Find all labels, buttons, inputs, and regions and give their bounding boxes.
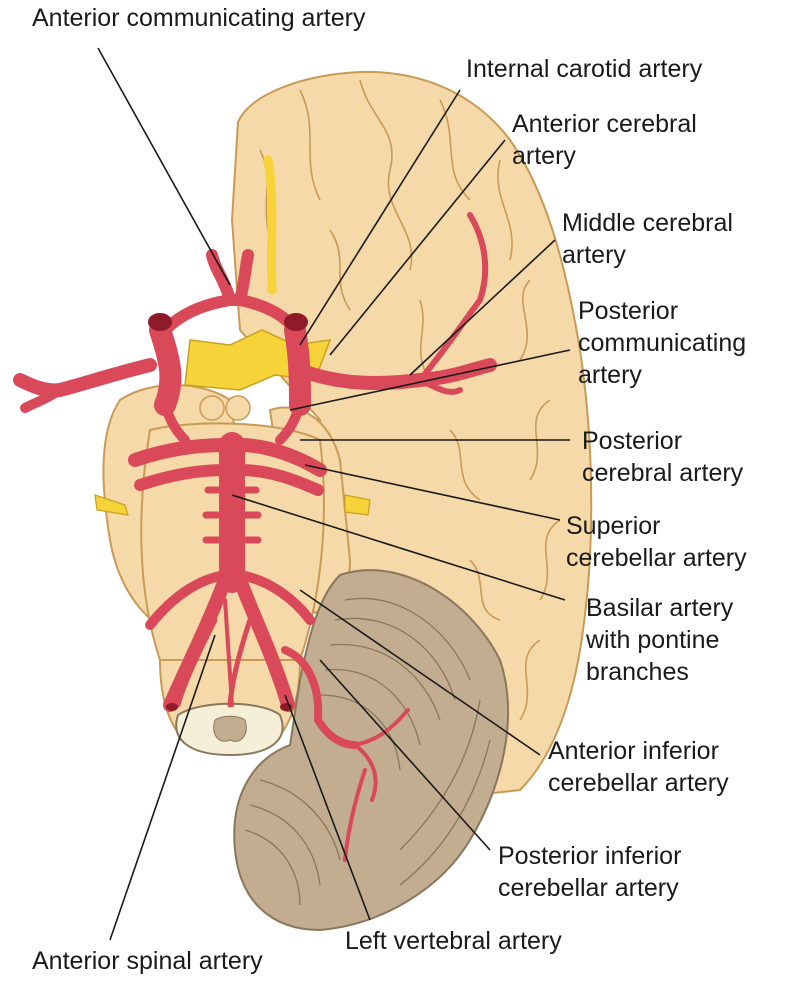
label-anterior-cerebral-artery: Anterior cerebral artery [512, 108, 697, 172]
label-line: artery [578, 359, 746, 391]
label-left-vertebral-artery: Left vertebral artery [345, 925, 562, 957]
label-line: Posterior inferior [498, 840, 681, 872]
label-internal-carotid-artery: Internal carotid artery [466, 53, 702, 85]
label-line: artery [562, 239, 733, 271]
label-anterior-spinal-artery: Anterior spinal artery [32, 945, 263, 977]
label-posterior-inferior-cerebellar-artery: Posterior inferior cerebellar artery [498, 840, 681, 904]
label-line: Internal carotid artery [466, 53, 702, 85]
mammillary-body-right [226, 396, 250, 420]
label-line: with pontine [586, 624, 733, 656]
label-posterior-communicating-artery: Posterior communicating artery [578, 295, 746, 391]
label-basilar-artery: Basilar artery with pontine branches [586, 592, 733, 688]
label-posterior-cerebral-artery: Posterior cerebral artery [582, 425, 743, 489]
label-line: Anterior inferior [548, 735, 729, 767]
label-line: Anterior spinal artery [32, 945, 263, 977]
label-line: Anterior cerebral [512, 108, 697, 140]
mammillary-body-left [200, 396, 224, 420]
label-line: artery [512, 140, 697, 172]
label-line: cerebellar artery [498, 872, 681, 904]
label-line: Posterior [578, 295, 746, 327]
label-line: communicating [578, 327, 746, 359]
label-line: cerebellar artery [566, 542, 747, 574]
label-superior-cerebellar-artery: Superior cerebellar artery [566, 510, 747, 574]
label-anterior-inferior-cerebellar-artery: Anterior inferior cerebellar artery [548, 735, 729, 799]
label-line: Left vertebral artery [345, 925, 562, 957]
label-line: Anterior communicating artery [32, 2, 365, 34]
label-line: cerebellar artery [548, 767, 729, 799]
label-line: Superior [566, 510, 747, 542]
label-line: branches [586, 656, 733, 688]
label-anterior-communicating-artery: Anterior communicating artery [32, 2, 365, 34]
label-line: Basilar artery [586, 592, 733, 624]
label-line: cerebral artery [582, 457, 743, 489]
label-line: Posterior [582, 425, 743, 457]
label-line: Middle cerebral [562, 207, 733, 239]
spinal-grey-matter [214, 716, 247, 741]
olfactory-tract [268, 160, 272, 290]
label-middle-cerebral-artery: Middle cerebral artery [562, 207, 733, 271]
